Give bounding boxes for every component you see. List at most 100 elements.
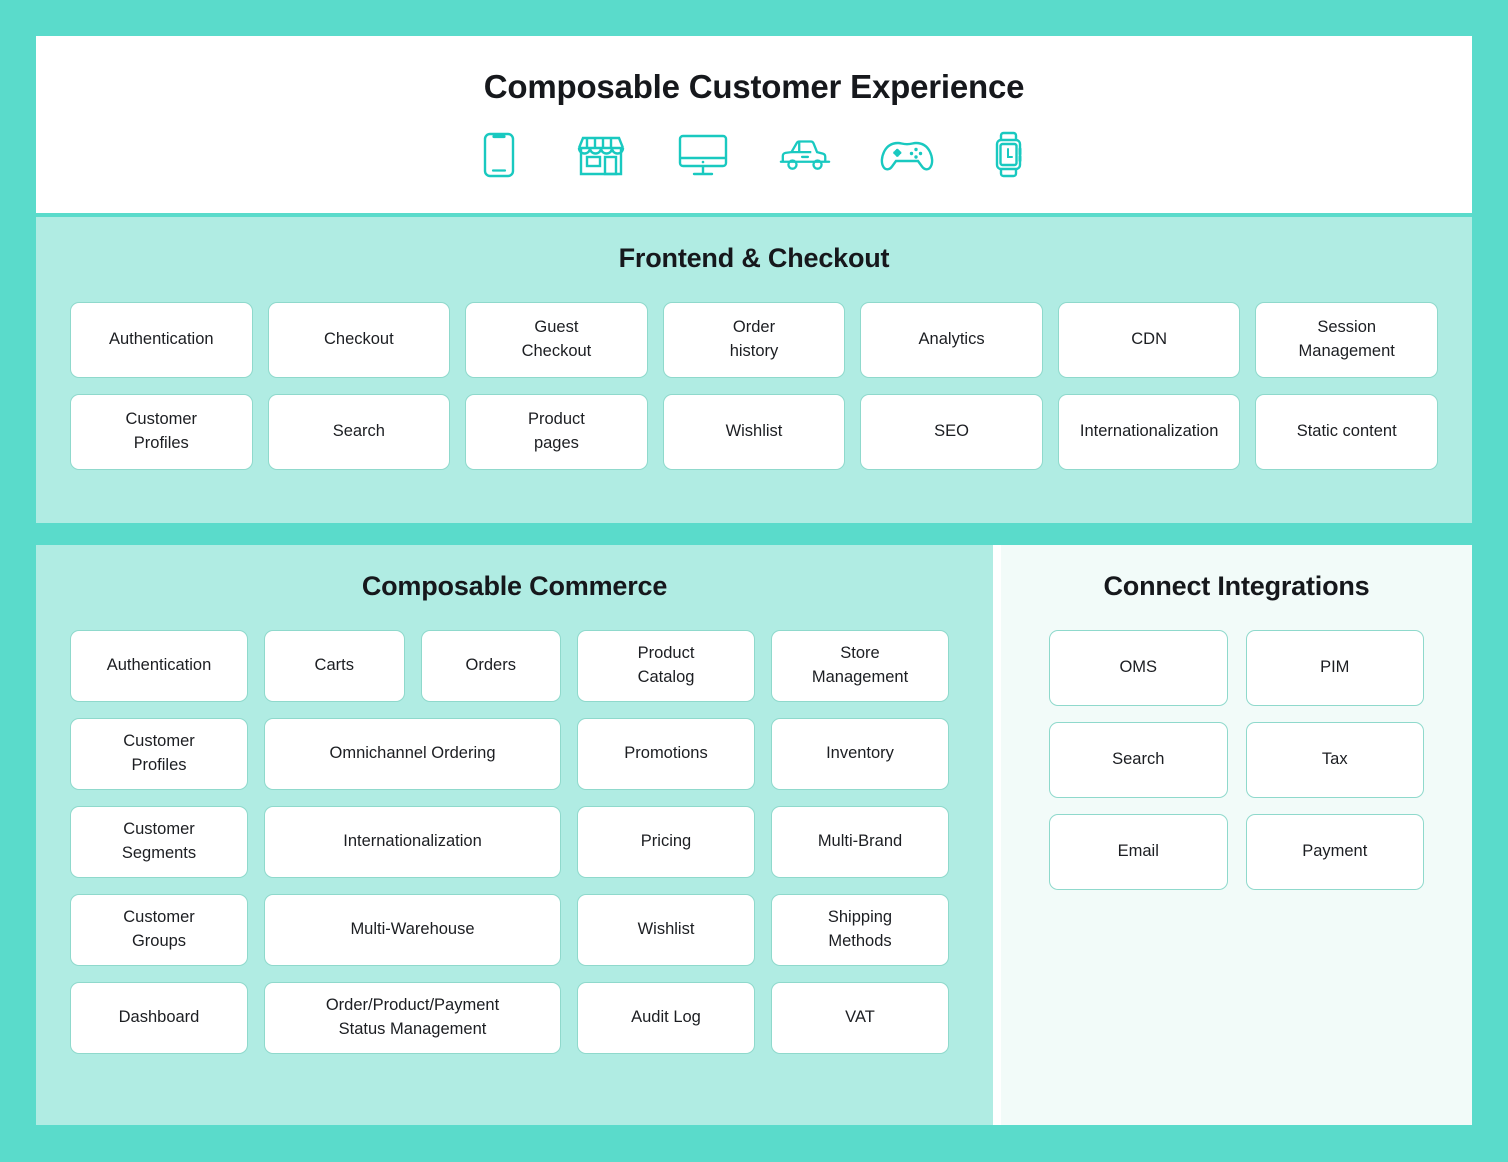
capability-card-label: Pricing bbox=[640, 832, 692, 851]
capability-card-label: Analytics bbox=[918, 330, 985, 349]
capability-card-label: Multi-Warehouse bbox=[350, 920, 475, 939]
connect-integration-card[interactable]: Tax bbox=[1245, 722, 1424, 798]
frontend-capability-card[interactable]: Wishlist bbox=[662, 394, 846, 470]
frontend-capability-card[interactable]: SEO bbox=[860, 394, 1043, 470]
commerce-capability-card[interactable]: Multi-Brand bbox=[771, 806, 949, 878]
frontend-capability-card[interactable]: Static content bbox=[1255, 394, 1438, 470]
commerce-capability-card[interactable]: Inventory bbox=[771, 718, 949, 790]
capability-card-label: Carts bbox=[314, 656, 354, 675]
smartwatch-icon bbox=[982, 128, 1036, 182]
capability-card-label: SEO bbox=[934, 422, 969, 441]
capability-card-label: Wishlist bbox=[725, 422, 783, 441]
capability-card-label: Omnichannel Ordering bbox=[329, 744, 496, 763]
commerce-capability-card[interactable]: Dashboard bbox=[70, 982, 248, 1054]
capability-card-label: Promotions bbox=[624, 744, 708, 763]
capability-card-label: Authentication bbox=[106, 656, 212, 675]
channel-icon-row bbox=[472, 128, 1036, 182]
frontend-capability-card[interactable]: Checkout bbox=[267, 302, 451, 378]
mobile-phone-icon bbox=[472, 128, 526, 182]
capability-card-label: Dashboard bbox=[118, 1008, 200, 1027]
connect-integration-card[interactable]: OMS bbox=[1049, 630, 1228, 706]
commerce-capability-card[interactable]: Audit Log bbox=[577, 982, 755, 1054]
capability-card-label: Orders bbox=[465, 656, 516, 675]
commerce-capability-card[interactable]: Pricing bbox=[577, 806, 755, 878]
commerce-capability-card[interactable]: Multi-Warehouse bbox=[264, 894, 561, 966]
frontend-capability-card[interactable]: Internationalization bbox=[1057, 394, 1241, 470]
capability-card-label: Payment bbox=[1302, 842, 1368, 861]
frontend-capability-card[interactable]: CDN bbox=[1057, 302, 1241, 378]
capability-card-label: Checkout bbox=[323, 330, 394, 349]
commerce-capability-card[interactable]: VAT bbox=[771, 982, 949, 1054]
commerce-capability-card[interactable]: Wishlist bbox=[577, 894, 755, 966]
commerce-capability-card[interactable]: Orders bbox=[420, 630, 561, 702]
frontend-capability-card[interactable]: Search bbox=[267, 394, 451, 470]
frontend-section-title: Frontend & Checkout bbox=[618, 243, 890, 273]
game-controller-icon bbox=[880, 128, 934, 182]
commerce-capability-card[interactable]: Authentication bbox=[70, 630, 248, 702]
commerce-capability-card[interactable]: Internationalization bbox=[264, 806, 561, 878]
capability-card-label: Authentication bbox=[108, 330, 214, 349]
commerce-split-cell: Carts Orders bbox=[264, 630, 561, 702]
commerce-section-title: Composable Commerce bbox=[361, 571, 668, 601]
capability-card-label: Wishlist bbox=[637, 920, 695, 939]
commerce-capability-card[interactable]: Omnichannel Ordering bbox=[264, 718, 561, 790]
capability-card-label: PIM bbox=[1320, 658, 1350, 677]
desktop-monitor-icon bbox=[676, 128, 730, 182]
commerce-capability-card[interactable]: Carts bbox=[264, 630, 405, 702]
capability-card-label: CDN bbox=[1131, 330, 1167, 349]
capability-card-label: OMS bbox=[1119, 658, 1158, 677]
capability-card-label: Internationalization bbox=[1079, 422, 1219, 441]
frontend-capability-card[interactable]: Analytics bbox=[860, 302, 1043, 378]
header-panel: Composable Customer Experience bbox=[36, 36, 1472, 213]
connect-integration-card[interactable]: Payment bbox=[1245, 814, 1424, 890]
capability-card-label: Audit Log bbox=[631, 1008, 701, 1027]
capability-card-label: Inventory bbox=[826, 744, 894, 763]
page-title: Composable Customer Experience bbox=[483, 68, 1025, 105]
capability-card-label: Search bbox=[1112, 750, 1165, 769]
connect-section-title: Connect Integrations bbox=[1103, 571, 1370, 601]
frontend-capability-card[interactable]: Authentication bbox=[70, 302, 253, 378]
connect-integration-card[interactable]: Email bbox=[1049, 814, 1228, 890]
diagram-frame: Composable Customer Experience bbox=[36, 36, 1472, 1125]
commerce-capability-card[interactable]: Promotions bbox=[577, 718, 755, 790]
panel-divider bbox=[993, 545, 1001, 1125]
storefront-icon bbox=[574, 128, 628, 182]
connect-integration-card[interactable]: Search bbox=[1049, 722, 1228, 798]
capability-card-label: Email bbox=[1117, 842, 1159, 861]
connect-integration-card[interactable]: PIM bbox=[1245, 630, 1424, 706]
capability-card-label: Multi-Brand bbox=[817, 832, 903, 851]
capability-card-label: Internationalization bbox=[343, 832, 482, 851]
frontend-checkout-section: Frontend & Checkout Authentication Checko… bbox=[36, 217, 1472, 523]
capability-card-label: Static content bbox=[1296, 422, 1397, 441]
car-icon bbox=[778, 128, 832, 182]
